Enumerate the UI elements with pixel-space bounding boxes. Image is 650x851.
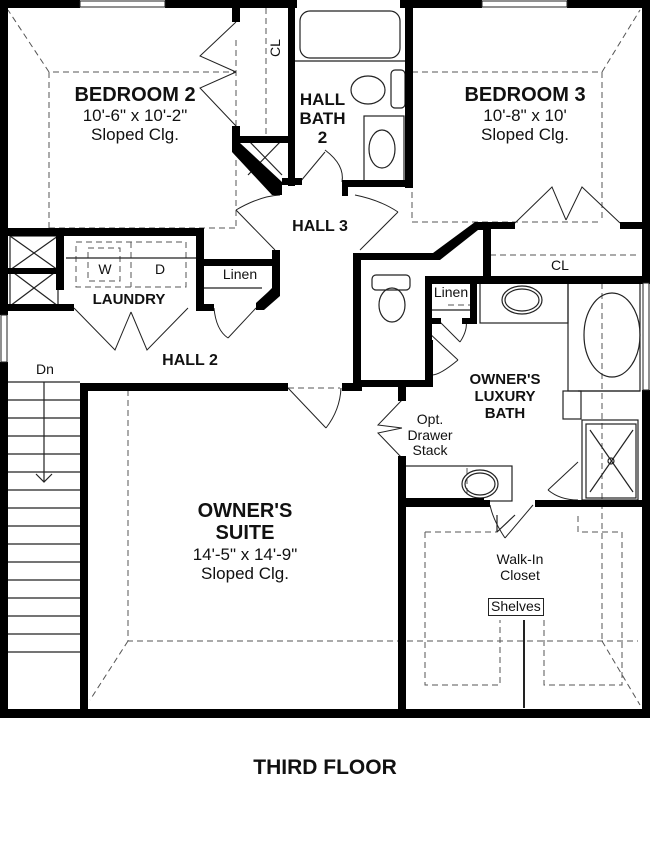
floor-title: THIRD FLOOR xyxy=(253,756,397,779)
owners-suite-line2: SUITE xyxy=(215,522,275,545)
washer-label: W xyxy=(98,261,112,277)
dryer-label: D xyxy=(154,261,166,277)
hall-bath-line2: BATH xyxy=(299,109,346,129)
bedroom-2-size: 10'-6" x 10'-2" xyxy=(82,106,188,126)
drawer-stack-line3: Stack xyxy=(412,442,448,459)
owners-suite-size: 14'-5" x 14'-9" xyxy=(192,544,298,564)
walk-in-closet-line1: Walk-In xyxy=(496,551,544,567)
owners-bath-line2: LUXURY xyxy=(474,387,536,405)
hall-bath-line3: 2 xyxy=(317,128,328,148)
bedroom-2-label: BEDROOM 2 10'-6" x 10'-2" Sloped Clg. xyxy=(40,84,230,144)
staircase xyxy=(8,381,80,653)
hall-2-label: HALL 2 xyxy=(162,352,218,369)
windows xyxy=(0,0,650,391)
owners-suite-line1: OWNER'S xyxy=(197,500,293,522)
bedroom-2-note: Sloped Clg. xyxy=(91,125,179,145)
walls xyxy=(0,0,650,718)
bedroom-3-name: BEDROOM 3 xyxy=(464,84,586,106)
hall-linen-label: Linen xyxy=(222,266,258,282)
bedroom-3-closet-label: CL xyxy=(551,257,569,273)
walk-in-closet-line2: Closet xyxy=(500,566,540,583)
bedroom-3-label: BEDROOM 3 10'-8" x 10' Sloped Clg. xyxy=(430,84,620,144)
hall-bath-2-label: HALL BATH 2 xyxy=(295,90,350,147)
owners-bath-label: OWNER'S LUXURY BATH xyxy=(450,371,560,422)
bedroom-3-note: Sloped Clg. xyxy=(481,125,569,145)
owners-suite-label: OWNER'S SUITE 14'-5" x 14'-9" Sloped Clg… xyxy=(160,500,330,583)
door-swings xyxy=(73,21,621,539)
laundry-label: LAUNDRY xyxy=(92,291,166,308)
bath-linen-label: Linen xyxy=(433,284,469,300)
drawer-stack-line1: Opt. xyxy=(416,411,444,427)
hall-3-label: HALL 3 xyxy=(292,218,348,235)
stairs-down-label: Dn xyxy=(36,361,54,377)
bedroom-2-name: BEDROOM 2 xyxy=(74,84,196,106)
shelves-label: Shelves xyxy=(488,598,544,616)
hall-bath-line1: HALL xyxy=(299,90,346,109)
owners-suite-note: Sloped Clg. xyxy=(201,563,289,583)
bedroom-3-size: 10'-8" x 10' xyxy=(483,106,567,126)
drawer-stack-label: Opt. Drawer Stack xyxy=(400,411,460,459)
walk-in-closet-label: Walk-In Closet xyxy=(480,551,560,583)
owners-bath-line3: BATH xyxy=(484,404,526,422)
drawer-stack-line2: Drawer xyxy=(407,426,453,443)
bedroom-2-closet-label: CL xyxy=(267,39,283,57)
owners-bath-line1: OWNER'S xyxy=(469,371,541,388)
